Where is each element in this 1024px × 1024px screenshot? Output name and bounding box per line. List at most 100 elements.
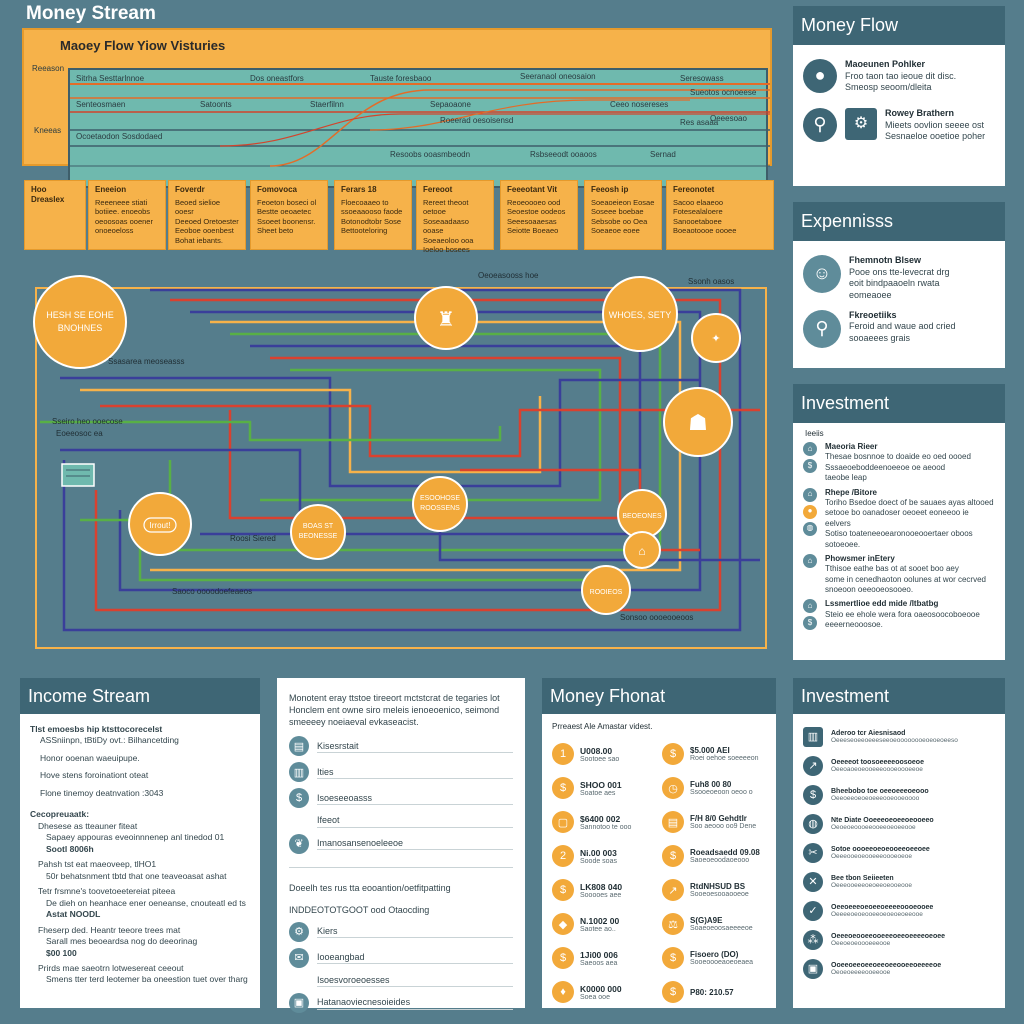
investment-item[interactable]: ⌂ $ Maeoria Rieer Thesae bosnnoe to doai… — [803, 442, 995, 484]
text-line: Pahsh tst eat maeoveep, tlHO1 — [38, 859, 157, 870]
investment-item[interactable]: ⌂ Phowsmer inEtery Tthisoe eathe bas ot … — [803, 553, 995, 596]
flow-node[interactable]: ✦ — [691, 313, 741, 363]
list-item[interactable]: Ifeeot — [289, 814, 513, 828]
expenses-item[interactable]: ☺ Fhemnotn Blsew Pooe ons tte-levecrat d… — [803, 255, 995, 302]
banner-label: Staerfilnn — [310, 100, 344, 109]
tag-icon: ◆ — [552, 913, 574, 935]
category-card[interactable]: Fereonotet Sacoo elaaeoo Fotesealaloere … — [666, 180, 774, 250]
banner-side-label: Reeason — [32, 64, 65, 73]
item-text: Thesae bosnnoe to doaide eo oed oooed — [825, 452, 971, 462]
item-subtext: Oeeeooeeeoeoeeoeooeooe — [831, 881, 912, 889]
flow-node-label: BNOHNES — [58, 323, 103, 333]
flow-node-circle — [663, 387, 733, 457]
list-item[interactable]: ⚙ Kiers — [289, 921, 513, 942]
category-card[interactable]: Hoo Dreaslex — [24, 180, 86, 250]
category-card-line: Bettooteloring — [341, 226, 388, 236]
money-format-panel: Money Fhonat Prreaest Ale Amastar videst… — [542, 678, 776, 1008]
investment-item[interactable]: ⌂ $ Lssmertlioe edd mide /ltbatbg Steio … — [803, 599, 995, 631]
item-value: Fisoero (DO) — [690, 950, 739, 959]
flow-node[interactable]: ♜ — [414, 286, 478, 350]
flow-node-circle — [128, 492, 192, 556]
person-icon: ☗ — [688, 410, 708, 435]
flow-node[interactable]: BOAS ST BEONESSE — [290, 504, 346, 560]
category-card[interactable]: Foverdr Beoed sielioe ooesr Deeoed Oreto… — [168, 180, 246, 250]
category-card[interactable]: Fomovoca Feoeton boseci ol Bestte oeoaet… — [250, 180, 328, 250]
person-icon: ☺ — [803, 255, 841, 293]
money-flow-panel: Money Flow ● Maoeunen Pohlker Froo taon … — [793, 6, 1005, 186]
text-line: Sapaey appouras eveoinnnenep anl tinedod… — [46, 832, 225, 843]
list-item[interactable]: Isoesvoroeoesses — [289, 974, 513, 987]
item-value: 1Ji00 006 — [580, 949, 618, 960]
flow-node[interactable]: ESOOHOSE ROOSSENS — [412, 476, 468, 532]
money-format-item[interactable]: $P80: 210.57 — [662, 975, 766, 1009]
item-subtext: Soo aeooo oo9 Dene — [690, 823, 757, 830]
investment-side-panel: Investment Ieeiis ⌂ $ Maeoria Rieer Thes… — [793, 384, 1005, 660]
flow-node[interactable]: ☗ — [663, 387, 733, 457]
category-card[interactable]: Eneeion Reeeneee stiati botiiee. enoeobs… — [88, 180, 166, 250]
item-value: SHOO 001 — [580, 779, 622, 790]
list-item[interactable]: ▤ Kisesrstait — [289, 736, 513, 757]
list-item[interactable]: ▣ Hatanaoviecnesoieides — [289, 992, 513, 1013]
money-format-item[interactable]: $Fisoero (DO)Sooeoooeaoeoeaea — [662, 941, 766, 975]
flow-node[interactable]: ⌂ — [623, 531, 661, 569]
list-item[interactable]: $ Isoeseeoasss — [289, 788, 513, 809]
flow-node[interactable]: Irrout! — [128, 492, 192, 556]
diagram-label: Sseiro heo ooecose — [52, 417, 123, 426]
category-card-line: Sanooetaboee — [673, 216, 722, 226]
globe-icon: ◍ — [803, 521, 817, 536]
money-flow-item[interactable]: ⚲ ⚙ Rowey Brathern Mieets oovlion seeee … — [803, 108, 995, 143]
flow-node[interactable]: ROOIEOS — [581, 565, 631, 615]
list-item[interactable]: ▥ Ities — [289, 762, 513, 783]
item-subtext: Oeeeeoeoeooeeoeoeoeoeeooe — [831, 910, 923, 918]
category-card-line: oeoosoas ooener — [95, 216, 153, 226]
item-title: Phowsmer inEtery — [825, 553, 895, 563]
flow-node[interactable]: WHOES, SETY — [602, 276, 678, 352]
bag-icon: ♦ — [552, 981, 574, 1003]
category-card-line: Boeaotoooe oooee — [673, 226, 737, 236]
money-flow-item[interactable]: ● Maoeunen Pohlker Froo taon tao ieoue d… — [803, 59, 995, 94]
item-subtext: Sooooes aee — [580, 891, 622, 899]
person-icon: ● — [803, 504, 817, 519]
category-card[interactable]: Feeeotant Vit Reoeoooeo ood Seoestoe ood… — [500, 180, 578, 250]
category-card[interactable]: Ferars 18 Floecoaaeo to ssoeaaooso faode… — [334, 180, 412, 250]
list-item[interactable]: ❦ Imanosansenoeleeoe — [289, 833, 513, 854]
expenses-item[interactable]: ⚲ Fkreoetiiks Feroid and waue aod cried … — [803, 309, 995, 348]
gear-icon: ⚙ — [845, 108, 877, 141]
category-card[interactable]: Fereoot Rereet theoot oetooe Soseaadaaso… — [416, 180, 494, 254]
receipt-icon: ▤ — [662, 811, 684, 833]
category-card-line: Deeoed Oretoester — [175, 216, 239, 226]
category-card[interactable]: Feeosh ip Soeaoeieon Eosae Soseee boebae… — [584, 180, 662, 250]
flow-node[interactable]: BEOEONES — [617, 489, 667, 539]
item-value: $5.000 AEI — [690, 746, 730, 755]
list-item[interactable]: ✉ Iooeangbad — [289, 947, 513, 968]
category-card-line: onoeoeloss — [95, 226, 134, 236]
text-line: Cecopreuaatk: — [30, 809, 90, 820]
flow-node[interactable]: HESH SE EOHE BNOHNES — [33, 275, 127, 369]
cross-icon: ✕ — [803, 871, 823, 892]
investment-item[interactable]: ⌂ ● ◍ Rhepe /Bitore Toriho Bsedoe doect … — [803, 487, 995, 550]
banner-label: Sepaoaone — [430, 100, 471, 109]
